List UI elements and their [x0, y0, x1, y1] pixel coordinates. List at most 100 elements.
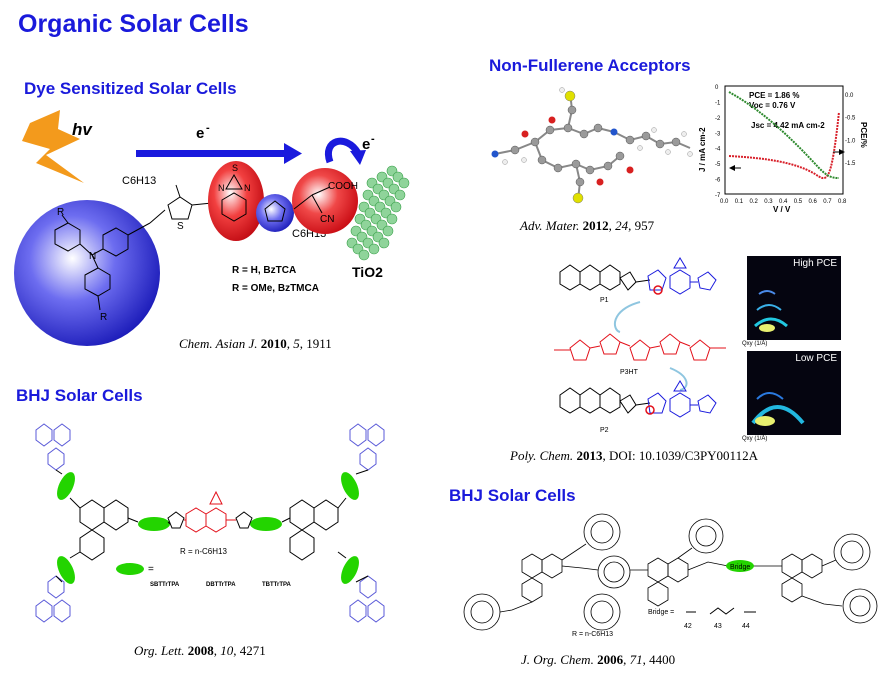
- qxy-axis-label-low: Qxy (1/Å): [742, 436, 768, 442]
- p3ht-label: P3HT: [620, 369, 639, 376]
- citation-pages: 4271: [239, 643, 266, 658]
- bhj2-rdef: R = n-C6H13: [572, 631, 613, 638]
- hv-label: hv: [72, 120, 93, 139]
- citation-journal: Org. Lett.: [134, 643, 185, 658]
- jv-x-tick: 0.8: [838, 199, 847, 205]
- slide-title: Organic Solar Cells: [18, 10, 249, 38]
- n-label: N: [89, 251, 96, 262]
- c6h13-label-1: C6H13: [122, 175, 156, 187]
- jv-y-tick: -6: [715, 178, 721, 184]
- citation-journal: J. Org. Chem.: [521, 652, 594, 667]
- tio2-label: TiO2: [352, 264, 383, 280]
- electron-sup-2: -: [371, 133, 375, 145]
- jv-x-tick: 0.4: [779, 199, 788, 205]
- fullerene-icon: [583, 513, 621, 551]
- s-label-btd: S: [232, 163, 238, 173]
- bhj1-legend-eq: =: [148, 564, 154, 575]
- n43-label: 43: [714, 623, 722, 630]
- nfa-citation: Adv. Mater. 2012, 24, 957: [520, 218, 655, 233]
- citation-pages: 957: [634, 218, 655, 233]
- bhj1-legend-c: TBTTrTPA: [262, 582, 292, 588]
- nfa-molecule-image: [491, 87, 693, 204]
- polymer-structures: P1 P3HT P2: [554, 257, 726, 434]
- jv-plot: PCE = 1.86 % Voc = 0.76 V Jsc = 4.42 mA …: [698, 85, 868, 214]
- bhj2-citation: J. Org. Chem. 2006, 71, 4400: [521, 652, 676, 667]
- bridge-label: Bridge: [730, 564, 750, 571]
- bhj1-heading: BHJ Solar Cells: [16, 386, 143, 405]
- citation-volume: 24: [615, 218, 629, 233]
- dssc-legend-1: R = H, BzTCA: [232, 265, 296, 276]
- citation-doi: DOI: 10.1039/C3PY00112A: [608, 448, 758, 463]
- electron-sup-1: -: [206, 122, 210, 134]
- n-label-btd-2: N: [244, 183, 251, 193]
- jv-jsc: Jsc = 4.42 mA cm-2: [751, 121, 825, 130]
- jv-x-tick: 0.3: [764, 199, 773, 205]
- jv-voc: Voc = 0.76 V: [749, 101, 796, 110]
- thiophene-sphere: [256, 194, 294, 232]
- n-label-btd-1: N: [218, 183, 225, 193]
- bhj2-heading: BHJ Solar Cells: [449, 486, 576, 505]
- donor-sphere: [14, 200, 160, 346]
- jv-xlabel: V / V: [773, 205, 791, 214]
- citation-volume: 10: [220, 643, 234, 658]
- citation-journal: Adv. Mater.: [520, 218, 580, 233]
- low-pce-label: Low PCE: [795, 353, 837, 364]
- bhj1-legend-a: SBTTrTPA: [150, 582, 180, 588]
- jv-y-tick: -3: [715, 131, 721, 137]
- dssc-legend-2: R = OMe, BzTMCA: [232, 283, 319, 294]
- jv-y2-tick: -1.5: [845, 161, 856, 167]
- citation-journal: Chem. Asian J.: [179, 336, 258, 351]
- jv-x-tick: 0.5: [794, 199, 803, 205]
- cn-label: CN: [320, 214, 334, 225]
- jv-y2label: PCE/%: [859, 122, 868, 148]
- high-pce-label: High PCE: [793, 258, 837, 269]
- jv-x-tick: 0.0: [720, 199, 729, 205]
- r-label-1: R: [57, 207, 64, 218]
- jv-ylabel: J / mA cm-2: [698, 127, 707, 172]
- s-label-1: S: [177, 221, 184, 232]
- r-label-2: R: [100, 312, 107, 323]
- jv-y-tick: -2: [715, 116, 721, 122]
- bridge-eq-label: Bridge =: [648, 609, 674, 616]
- jv-x-tick: 0.7: [823, 199, 832, 205]
- acceptor-ellipse: [208, 161, 264, 241]
- bhj1-legend-b: DBTTrTPA: [206, 582, 236, 588]
- tio2-lattice: [346, 165, 410, 261]
- poly-citation: Poly. Chem. 2013, DOI: 10.1039/C3PY00112…: [510, 448, 758, 463]
- dssc-heading: Dye Sensitized Solar Cells: [24, 79, 237, 98]
- citation-journal: Poly. Chem.: [510, 448, 574, 463]
- bhj2-structure: Bridge Bridge = 42 43 44 R = n-C6H13: [463, 513, 878, 638]
- jv-y-tick: -7: [715, 193, 721, 199]
- n44-label: 44: [742, 623, 750, 630]
- citation-year: 2010: [260, 336, 287, 351]
- p2-label: P2: [600, 427, 609, 434]
- electron-label-2: e: [362, 136, 370, 153]
- citation-year: 2012: [582, 218, 609, 233]
- pce-curve: [728, 91, 840, 179]
- citation-pages: 4400: [649, 652, 676, 667]
- citation-pages: 1911: [306, 336, 332, 351]
- jv-x-tick: 0.1: [735, 199, 744, 205]
- bhj1-structure: R = n-C6H13 = SBTTrTPA DBTTrTPA TBTTrTPA: [35, 423, 385, 623]
- cooh-label: COOH: [328, 181, 358, 192]
- citation-volume: 71: [629, 652, 643, 667]
- nfa-heading: Non-Fullerene Acceptors: [489, 56, 691, 75]
- qxy-axis-label-high: Qxy (1/Å): [742, 341, 768, 347]
- bhj1-citation: Org. Lett. 2008, 10, 4271: [134, 643, 266, 658]
- dssc-citation: Chem. Asian J. 2010, 5, 1911: [179, 336, 332, 351]
- jv-y-tick: 0: [715, 85, 719, 91]
- jv-x-tick: 0.6: [809, 199, 818, 205]
- anchor-sphere: [292, 168, 358, 234]
- electron-label-1: e: [196, 125, 204, 142]
- jv-y-tick: -4: [715, 147, 721, 153]
- curved-arrow-icon: [324, 137, 361, 164]
- dssc-figure: hv e - e - N R R C6H13 S N S N C6H13: [14, 110, 410, 346]
- n42-label: 42: [684, 623, 692, 630]
- jv-y2-tick: -1.0: [845, 138, 856, 144]
- jv-y2-tick: -0.5: [845, 116, 856, 122]
- jv-y-tick: -1: [715, 100, 721, 106]
- bhj1-rdef: R = n-C6H13: [180, 547, 227, 556]
- citation-year: 2006: [597, 652, 624, 667]
- giwaxs-low: Low PCE: [747, 351, 841, 435]
- bridge-ellipse: [726, 560, 754, 572]
